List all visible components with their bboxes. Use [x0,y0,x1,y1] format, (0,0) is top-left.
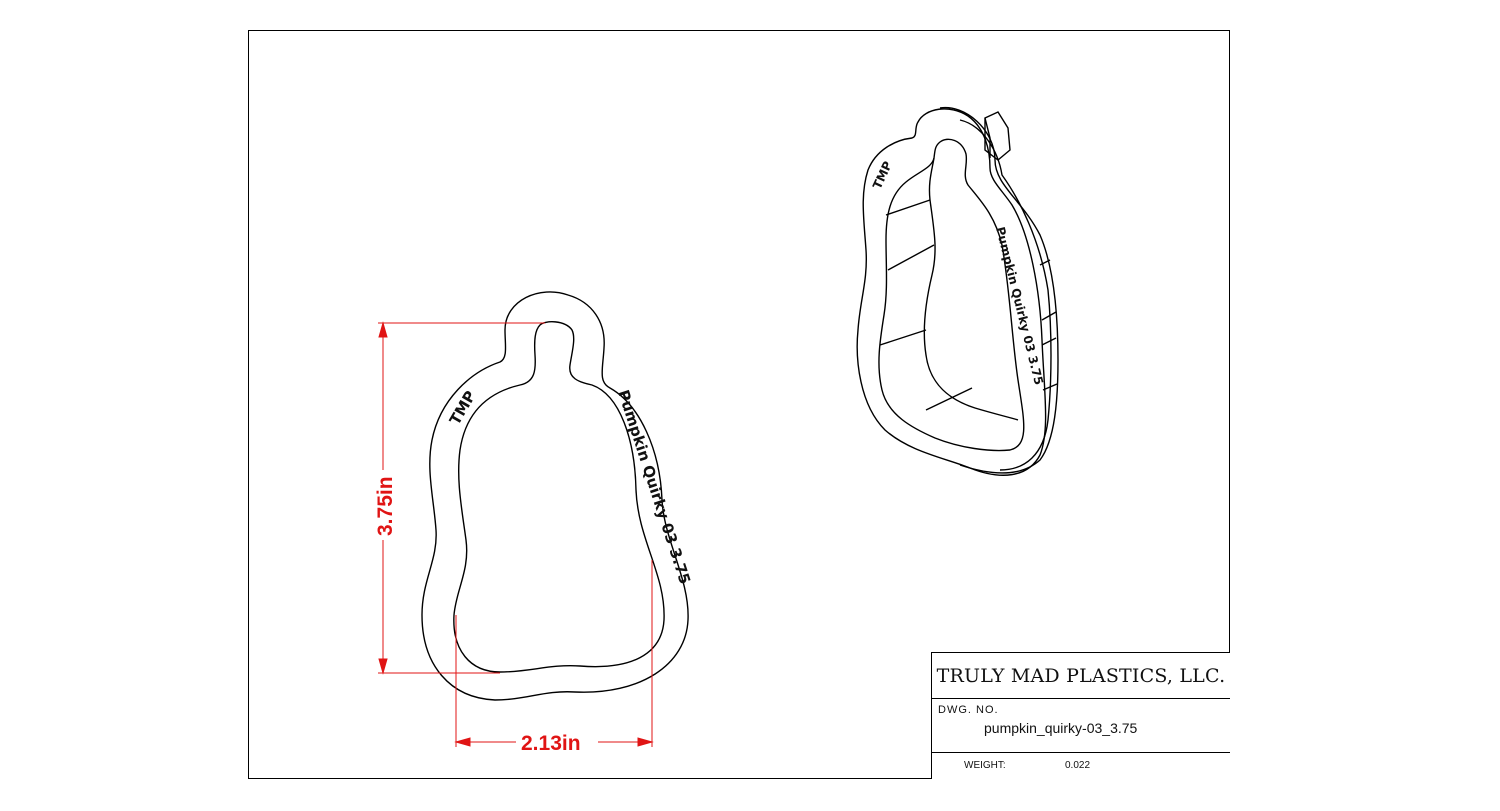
iso-wall-segment-4 [925,387,973,411]
width-arrow-left [454,737,471,747]
width-dimension [454,560,654,747]
height-arrow-bottom [378,658,388,675]
iso-front-outer-outline [856,108,1047,476]
height-arrow-top [378,321,388,338]
iso-brand-engraving: TMP [870,159,895,191]
drawing-number-label: DWG. NO. [938,704,999,716]
width-arrow-right [637,737,654,747]
iso-back-outline-2 [959,119,1052,471]
iso-back-outline [939,106,1059,474]
front-brand-engraving: TMP [446,388,480,428]
company-name: TRULY MAD PLASTICS, LLC. [932,653,1230,699]
drawing-number-cell: DWG. NO. pumpkin_quirky-03_3.75 [932,699,1230,753]
height-dimension-label: 3.75in [374,476,397,536]
iso-outer-segment-1 [1039,259,1051,266]
front-outer-outline [421,291,689,701]
front-view-cutter [421,291,689,701]
height-dimension [378,321,545,675]
width-dimension-label: 2.13in [521,732,581,755]
iso-outer-segment-4 [1042,383,1058,391]
iso-outer-segment-3 [1041,337,1057,346]
iso-handle-tab [984,111,1011,161]
weight-label: WEIGHT: [964,760,1006,771]
drawing-number-value: pumpkin_quirky-03_3.75 [984,720,1138,736]
weight-value: 0.022 [1065,760,1091,771]
iso-outer-segment-2 [1041,311,1057,321]
iso-wall-segment-3 [879,329,927,346]
front-product-engraving: Pumpkin Quirky 03 3.75 [614,388,694,587]
iso-wall-segment-2 [887,244,935,271]
iso-wall-segment-1 [885,199,931,216]
title-block: TRULY MAD PLASTICS, LLC. DWG. NO. pumpki… [931,652,1230,779]
weight-cell: WEIGHT: 0.022 [932,753,1230,780]
isometric-view-cutter [856,106,1059,476]
iso-inner-wall [923,157,1019,421]
iso-front-inner-outline [878,138,1025,452]
front-inner-outline [453,321,665,673]
